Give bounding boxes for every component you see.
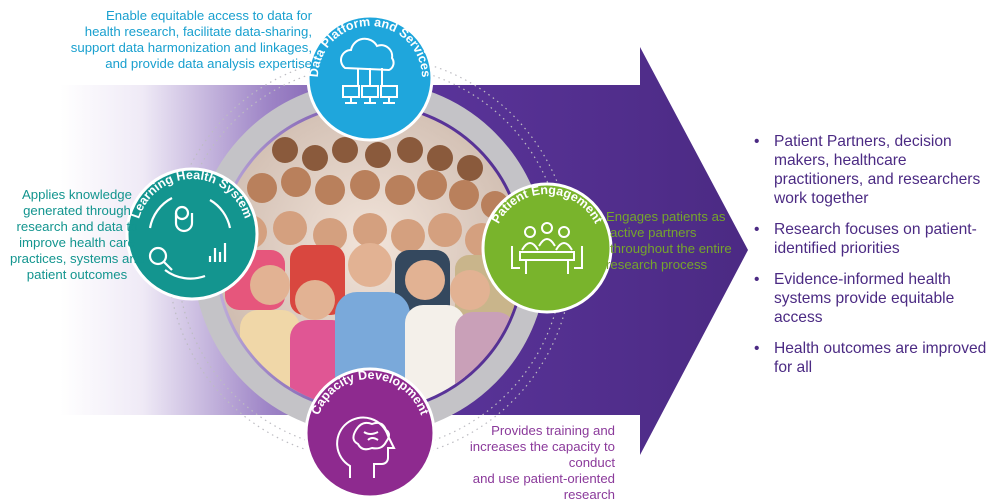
description-line: generated through — [23, 203, 131, 218]
learning-health-description: Applies knowledge generated through rese… — [2, 187, 152, 283]
description-line: patient outcomes — [26, 267, 128, 282]
stethoscope-cycle-icon — [148, 197, 232, 280]
capacity-development-circle: Capacity Development — [304, 367, 436, 499]
outcome-item: Patient Partners, decision makers, healt… — [752, 132, 1000, 208]
description-line: research process — [606, 257, 708, 272]
description-line: Enable equitable access to data for — [105, 8, 312, 23]
outcome-item: Research focuses on patient-identified p… — [752, 220, 1000, 258]
description-line: Provides training and — [491, 423, 615, 438]
head-brain-icon — [336, 416, 396, 478]
description-line: increases the capacity to conduct — [469, 439, 615, 470]
capacity-development-description: Provides training and increases the capa… — [425, 423, 615, 503]
description-line: support data harmonization and linkages, — [70, 40, 312, 55]
description-line: practices, systems and — [9, 251, 145, 266]
cloud-network-icon — [340, 37, 398, 104]
outcomes-list: Patient Partners, decision makers, healt… — [752, 132, 1000, 389]
description-line: and use patient-oriented research — [472, 471, 615, 502]
group-of-people-photo — [218, 106, 522, 410]
patient-engagement-circle: Patient Engagement — [481, 182, 613, 314]
description-line: active partners — [610, 225, 697, 240]
meeting-table-icon — [511, 222, 583, 274]
outcome-item: Health outcomes are improved for all — [752, 339, 1000, 377]
data-platform-circle: Data Platform and Services — [306, 14, 434, 142]
description-line: health research, facilitate data-sharing… — [84, 24, 312, 39]
description-line: throughout the entire — [610, 241, 732, 256]
description-line: Engages patients as — [606, 209, 726, 224]
data-platform-description: Enable equitable access to data for heal… — [40, 8, 312, 72]
description-line: research and data to — [16, 219, 138, 234]
outcome-item: Evidence-informed health systems provide… — [752, 270, 1000, 327]
description-line: Applies knowledge — [22, 187, 132, 202]
description-line: and provide data analysis expertise — [105, 56, 312, 71]
patient-engagement-description: Engages patients as active partners thro… — [606, 209, 736, 273]
description-line: improve health care — [19, 235, 135, 250]
